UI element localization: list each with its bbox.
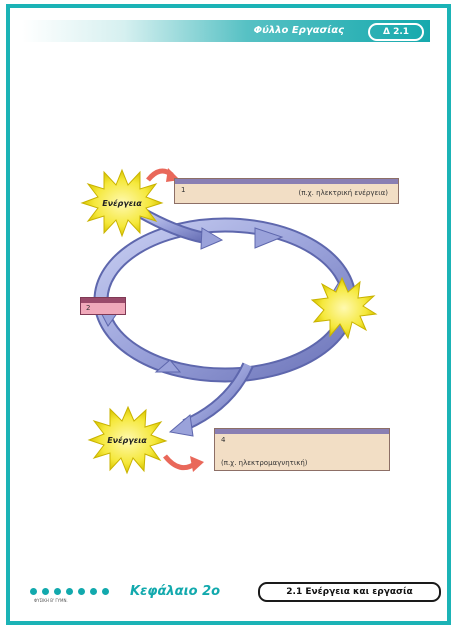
box-top-caption: (π.χ. ηλεκτρική ενέργεια) (298, 189, 388, 197)
footer-dot (102, 588, 109, 595)
footer-section-badge: 2.1 Ενέργεια και εργασία (258, 582, 441, 602)
footer-dot (30, 588, 37, 595)
box-bottom-caption: (π.χ. ηλεκτρομαγνητική) (221, 459, 308, 467)
footer-small-text: ΦΥΣΙΚΗ Β' ΓΥΜΝ. (34, 598, 68, 603)
footer-dots (30, 588, 114, 596)
box-left-number: 2 (86, 304, 91, 312)
burst-bottom-label: Ενέργεια (107, 435, 147, 445)
footer-dot (66, 588, 73, 595)
box-top-number: 1 (181, 186, 186, 194)
box-left: 2 (80, 297, 126, 315)
header-title: Φύλλο Εργασίας (253, 25, 344, 36)
footer-chapter: Κεφάλαιο 2ο (130, 584, 221, 599)
box-top: 1 (π.χ. ηλεκτρική ενέργεια) (174, 178, 399, 204)
box-bottom: 4 (π.χ. ηλεκτρομαγνητική) (214, 428, 390, 471)
footer-dot (42, 588, 49, 595)
box-bottom-number: 4 (221, 436, 226, 444)
footer-dot (78, 588, 85, 595)
burst-bottom (87, 405, 168, 475)
footer-dot (54, 588, 61, 595)
burst-right (310, 276, 378, 340)
burst-top (80, 168, 164, 238)
burst-top-label: Ενέργεια (102, 198, 142, 208)
header-bar: Φύλλο Εργασίας Δ 2.1 (22, 20, 430, 42)
outgoing-arrow (168, 362, 254, 437)
footer-dot (90, 588, 97, 595)
header-badge: Δ 2.1 (368, 23, 424, 41)
bottom-red-arrowhead (190, 456, 204, 472)
